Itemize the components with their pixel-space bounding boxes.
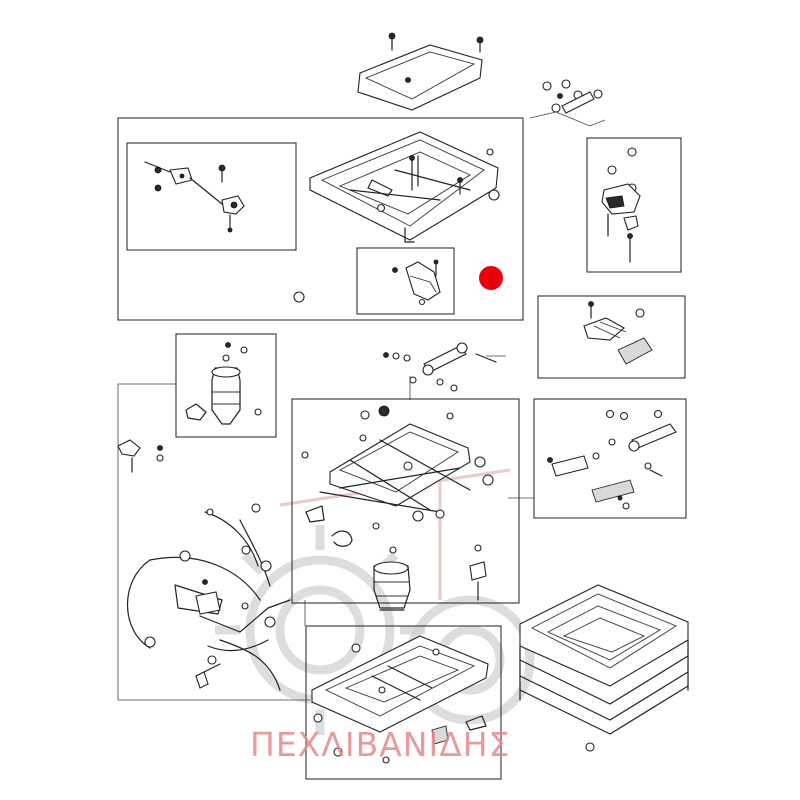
hose-clamp — [331, 530, 353, 547]
adjust-lever-assembly — [144, 161, 245, 233]
shock-absorber — [383, 342, 497, 400]
release-lever-inset-frame — [537, 295, 686, 379]
seat-bellows — [519, 584, 689, 752]
rail-inset-frame — [533, 398, 687, 519]
air-spring — [185, 342, 262, 425]
seat-top-plate — [357, 32, 484, 111]
scissor-mechanism — [301, 405, 494, 601]
upper-assembly-frame — [117, 117, 524, 321]
seat-slide-frame — [309, 131, 500, 243]
base-inset-frame — [305, 625, 502, 780]
center-air-spring — [373, 546, 411, 611]
air-spring-inset-frame — [175, 333, 277, 438]
wiring-harness — [126, 503, 291, 691]
bracket-inset-frame — [356, 247, 455, 315]
handle-assembly — [601, 147, 641, 263]
rail-assembly — [547, 409, 677, 510]
lever-inset-frame — [126, 142, 297, 251]
top-right-adjuster-bolts — [529, 79, 606, 127]
leader-lines — [117, 355, 534, 701]
bushing — [293, 291, 305, 303]
red-dot-marker-icon — [479, 266, 503, 290]
latch-bracket — [392, 259, 441, 306]
handle-inset-frame — [586, 137, 682, 273]
release-lever — [583, 301, 653, 365]
small-clip — [117, 439, 164, 473]
watermark-text: ΠΕΧΛΙΒΑΝΙΔΗΣ — [250, 725, 511, 764]
seat-base-plate — [311, 635, 489, 764]
